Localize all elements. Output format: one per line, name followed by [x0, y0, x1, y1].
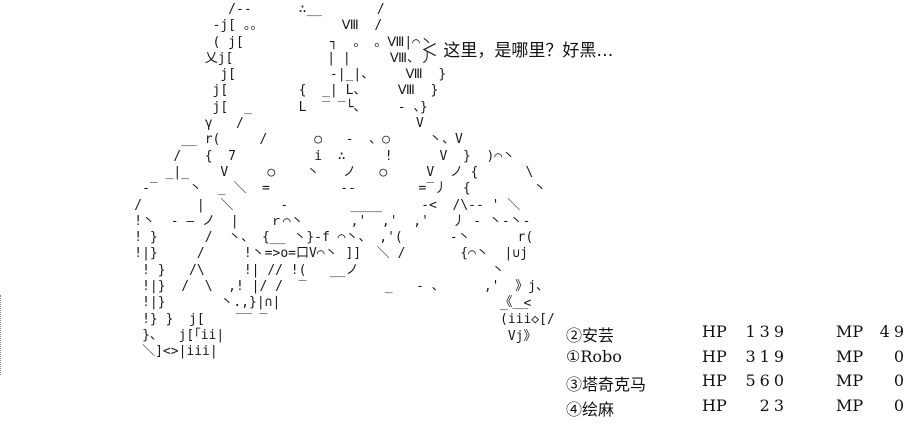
- hp-value: 560: [745, 371, 788, 390]
- member-name: ④绘麻: [566, 399, 615, 419]
- mp-label: MP: [836, 371, 864, 390]
- party-status-panel: ②安芸 HP 139 MP 49 ①Robo HP 319 MP 0 ③塔奇克马…: [566, 322, 916, 420]
- mp-label: MP: [836, 395, 864, 415]
- hp-value: 319: [745, 346, 788, 366]
- party-member-row: ①Robo HP 319 MP 0: [566, 347, 916, 372]
- hp-value: 139: [745, 322, 788, 341]
- mp-label: MP: [836, 322, 864, 341]
- hp-label: HP: [702, 395, 727, 415]
- ascii-art-right-figure: _ < (iii◇[/ Vj》: [500, 296, 555, 344]
- left-edge-dots: [0, 295, 4, 375]
- mp-label: MP: [836, 346, 864, 366]
- hp-label: HP: [702, 346, 727, 366]
- party-member-row: ③塔奇克马 HP 560 MP 0: [566, 371, 916, 396]
- hp-label: HP: [702, 322, 727, 341]
- member-name: ②安芸: [566, 326, 615, 345]
- ascii-art-characters: /-- ∴__ / -j[ 。。 Ⅷ / ( j[ ┐ 。 。Ⅷ|⌒丶 乂j[ …: [134, 2, 549, 360]
- party-member-row: ④绘麻 HP 23 MP 0: [566, 396, 916, 421]
- mp-value: 0: [893, 395, 908, 415]
- member-name: ③塔奇克马: [566, 375, 647, 394]
- hp-value: 23: [759, 395, 788, 415]
- dialogue-line: ＜ 这里，是哪里？好黑…: [421, 41, 614, 61]
- mp-value: 49: [879, 322, 908, 341]
- mp-value: 0: [893, 346, 908, 366]
- hp-label: HP: [702, 371, 727, 390]
- member-name: ①Robo: [566, 346, 622, 366]
- mp-value: 0: [893, 371, 908, 390]
- party-member-row: ②安芸 HP 139 MP 49: [566, 322, 916, 347]
